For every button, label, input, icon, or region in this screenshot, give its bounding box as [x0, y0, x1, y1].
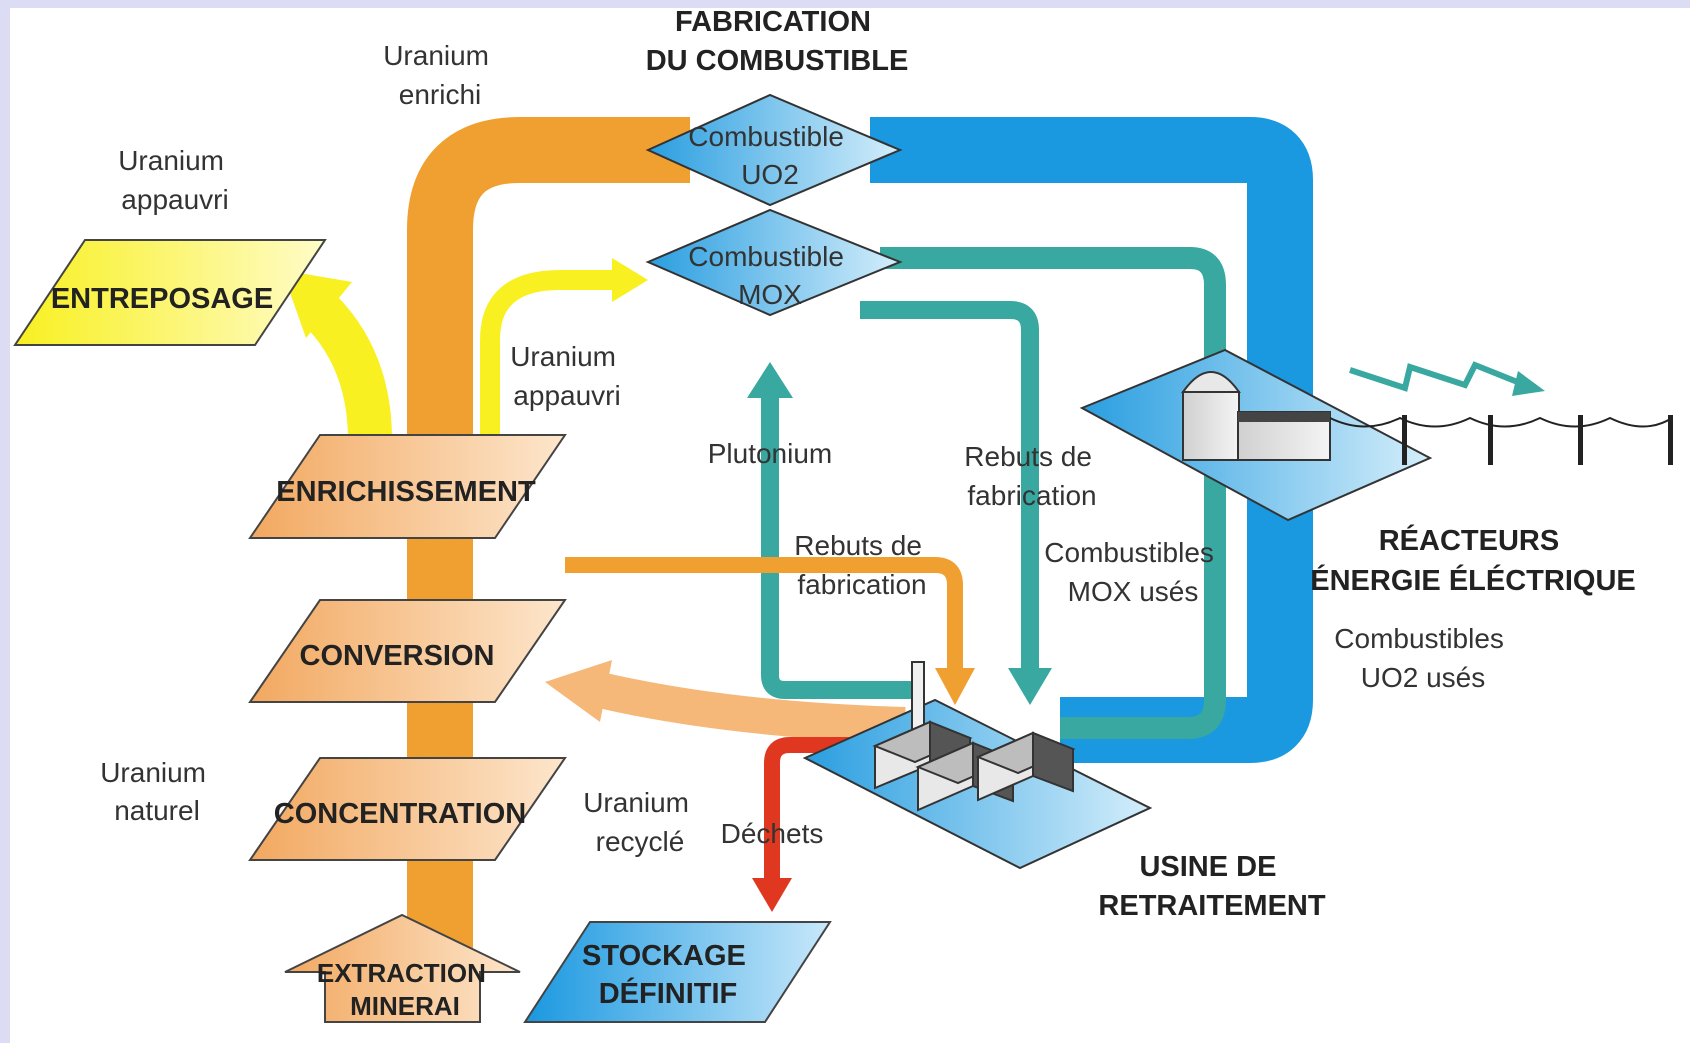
- rebuts-enrichissement-arrow: [565, 557, 963, 670]
- mox-used-band: [880, 247, 1226, 739]
- combustible-uo2-label: Combustible UO2: [688, 121, 851, 190]
- stockage-box: [523, 921, 832, 1023]
- entreposage-box: [13, 239, 327, 346]
- conversion-label: CONVERSION: [300, 640, 495, 672]
- uranium-appauvri-top-label: Uranium appauvri: [118, 145, 232, 215]
- uranium-naturel-label: Uranium naturel: [100, 757, 214, 826]
- uranium-recycle-arrow-head: [545, 660, 612, 722]
- rebuts-fabrication-label-2: Rebuts de fabrication: [964, 441, 1099, 511]
- plutonium-label: Plutonium: [708, 438, 833, 469]
- concentration-label: CONCENTRATION: [274, 798, 526, 830]
- fabrication-title: FABRICATION DU COMBUSTIBLE: [646, 6, 909, 77]
- arrow-head-entreposage: [282, 270, 352, 338]
- uranium-enrichi-label: Uranium enrichi: [383, 40, 497, 110]
- rebuts-mox-arrow: [860, 301, 1039, 670]
- power-line: [1329, 415, 1673, 465]
- extraction-label: EXTRACTION MINERAI: [317, 958, 493, 1021]
- reacteurs-label: RÉACTEURS ÉNERGIE ÉLÉCTRIQUE: [1310, 523, 1636, 597]
- uranium-appauvri-mid-label: Uranium appauvri: [510, 341, 624, 411]
- arrow-head-mox: [612, 258, 648, 302]
- entreposage-label: ENTREPOSAGE: [51, 283, 273, 315]
- combustibles-uo2-uses-label: Combustibles UO2 usés: [1334, 623, 1511, 693]
- combustible-mox-label: Combustible MOX: [688, 241, 851, 310]
- electricity-bolt-icon: [1349, 361, 1545, 396]
- extraction-arrow-box: [284, 913, 521, 1023]
- conversion-box: [248, 599, 567, 703]
- plutonium-arrow-head: [747, 362, 793, 398]
- usine-retraitement-plant: [802, 661, 1153, 870]
- combustibles-mox-uses-label: Combustibles MOX usés: [1044, 537, 1221, 607]
- dechets-label: Déchets: [721, 818, 824, 849]
- enrichissement-label: ENRICHISSEMENT: [276, 476, 536, 508]
- arrow-appauvri-mox: [480, 270, 615, 440]
- combustible-uo2-diamond: [645, 93, 903, 207]
- uranium-channel: [407, 117, 690, 1000]
- usine-retraitement-label: USINE DE RETRAITEMENT: [1098, 851, 1325, 922]
- uranium-recycle-label: Uranium recyclé: [583, 787, 697, 857]
- plutonium-arrow: [761, 395, 920, 699]
- dechets-arrow-head: [752, 878, 792, 912]
- arrow-appauvri-entreposage: [304, 294, 392, 441]
- concentration-box: [248, 757, 567, 861]
- dechets-arrow: [764, 737, 890, 880]
- combustible-mox-diamond: [645, 208, 903, 317]
- rebuts-enrichissement-arrow-head: [935, 668, 975, 705]
- rebuts-mox-arrow-head: [1008, 668, 1052, 705]
- rebuts-fabrication-label-1: Rebuts de fabrication: [794, 530, 929, 600]
- reacteur-plant: [1079, 348, 1433, 522]
- uranium-recycle-arrow: [595, 672, 906, 743]
- stockage-label: STOCKAGE DÉFINITIF: [582, 940, 754, 1010]
- enrichissement-box: [248, 434, 567, 539]
